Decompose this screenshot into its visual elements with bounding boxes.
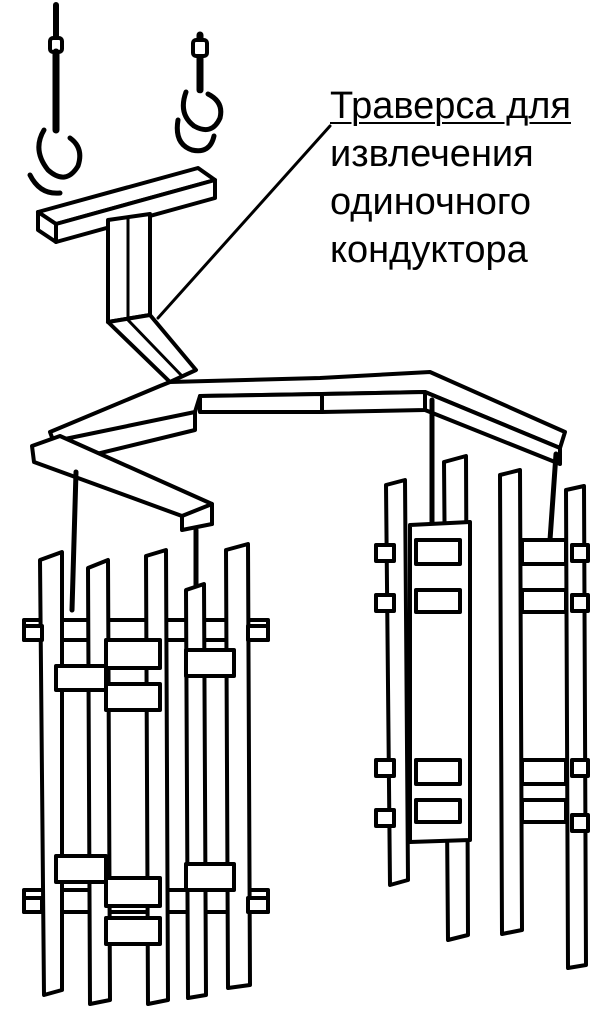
top-yoke-beam	[36, 166, 217, 244]
callout-line-4: кондуктора	[330, 229, 528, 271]
callout-label: Траверса для извлечения одиночного конду…	[330, 82, 600, 274]
callout-line-1: Траверса для	[330, 85, 571, 127]
central-post	[106, 212, 198, 384]
hanging-rods	[69, 397, 559, 618]
traverse-frame	[30, 370, 567, 532]
leader-line	[156, 124, 332, 320]
callout-line-3: одиночного	[330, 181, 532, 223]
callout-line-2: извлечения	[330, 133, 534, 175]
right-jig	[374, 454, 590, 970]
left-jig	[22, 542, 270, 1006]
crane-hooks	[27, 2, 224, 196]
